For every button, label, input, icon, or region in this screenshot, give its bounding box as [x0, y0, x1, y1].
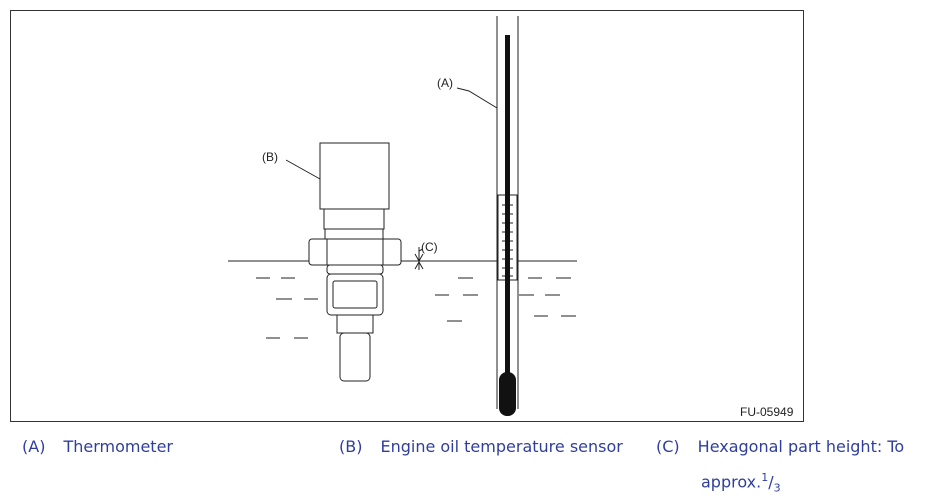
liquid-dashes	[256, 277, 576, 339]
caption-a-key: (A)	[22, 437, 46, 456]
caption-a: (A) Thermometer	[22, 437, 173, 457]
caption-c-text: Hexagonal part height: To	[697, 437, 905, 456]
leader-a	[456, 87, 498, 109]
thermometer-mercury-column	[505, 35, 510, 375]
sensor-collar	[324, 228, 384, 240]
sensor-neck	[323, 208, 385, 230]
caption-c-fraction-denominator: 3	[773, 481, 781, 495]
caption-c: (C) Hexagonal part height: To	[656, 437, 904, 457]
sensor-tip	[339, 332, 371, 382]
caption-c-continuation: approx.1/3	[701, 471, 781, 495]
label-a: (A)	[437, 76, 453, 90]
sensor-connector-body	[319, 142, 390, 210]
sensor-thread	[326, 264, 384, 275]
label-c: (C)	[421, 240, 438, 254]
caption-c-key: (C)	[656, 437, 680, 456]
caption-b-key: (B)	[339, 437, 363, 456]
diagram-svg: (A) (B) (C) FU-05949	[228, 16, 794, 419]
caption-b-text: Engine oil temperature sensor	[380, 437, 623, 456]
caption-a-text: Thermometer	[63, 437, 173, 456]
sensor-hexagon	[308, 238, 402, 266]
sensor-shank	[336, 314, 374, 334]
diagram-frame: (A) (B) (C) FU-05949	[10, 10, 804, 422]
thermometer	[496, 16, 519, 416]
caption-c-approx: approx.	[701, 472, 762, 492]
oil-temperature-sensor	[308, 142, 402, 382]
caption-c-fraction-numerator: 1	[761, 471, 769, 484]
caption-b: (B) Engine oil temperature sensor	[339, 437, 623, 457]
label-b: (B)	[262, 150, 278, 164]
leader-c	[418, 248, 424, 252]
leader-b	[285, 159, 321, 180]
figure-code: FU-05949	[740, 405, 794, 419]
sensor-window	[332, 280, 378, 309]
thermometer-bulb	[499, 372, 516, 416]
